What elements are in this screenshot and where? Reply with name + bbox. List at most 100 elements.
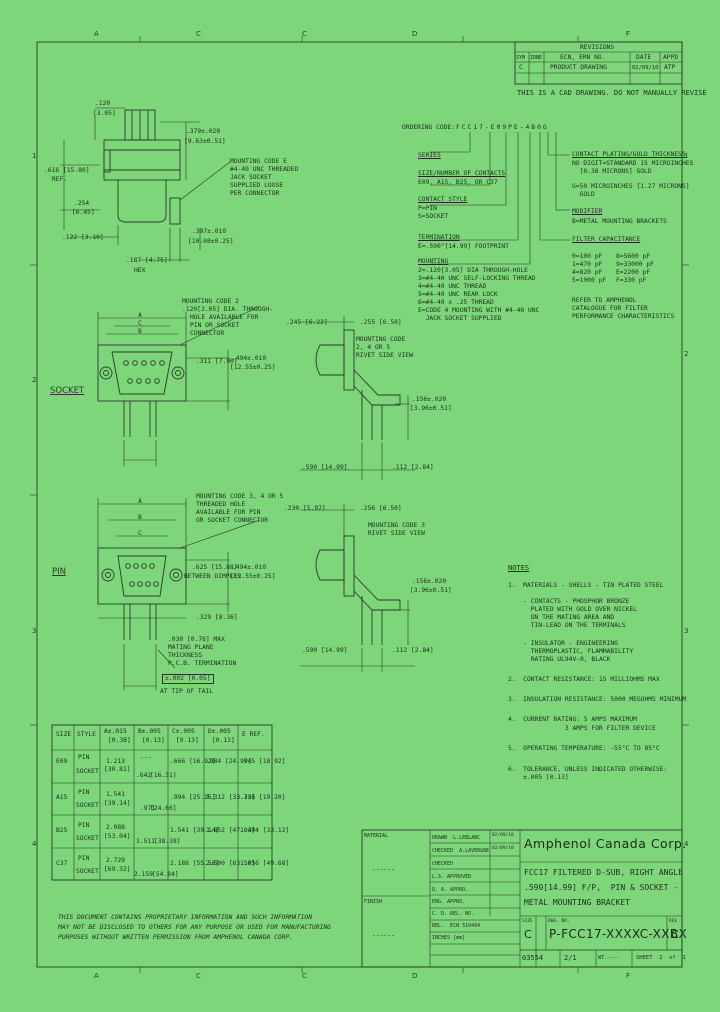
table-header-b-mm: [0.13]: [142, 737, 165, 744]
socket-dim-494: .494±.010: [232, 355, 267, 362]
row-b-mm: [24.66]: [150, 805, 177, 812]
shell-title: SIZE/NUMBER OF CONTACTS: [418, 170, 506, 177]
termination-title: TERMINATION: [418, 234, 460, 241]
contact-style-socket: S=SOCKET: [418, 213, 449, 220]
socket-dim-311: .311 [7.90]: [196, 358, 238, 365]
rev-sym: C: [519, 64, 523, 71]
tb-row: REL. ECN 510494: [432, 923, 481, 929]
row-a-mm: [53.04]: [104, 833, 131, 840]
checked-date: 02/09/10: [492, 846, 514, 851]
note-line: RATING UL94V-0, BLACK: [508, 656, 611, 663]
pin-dim-230: .230 [5.97]: [284, 505, 326, 512]
rev-header-appd: APPD: [663, 54, 679, 61]
pin-note-1: MOUNTING CODE 3, 4 OR 5: [196, 493, 284, 500]
termination-text: E=.590"[14.99] FOOTPRINT: [418, 243, 509, 250]
pin-dim-mating: MATING PLANE: [168, 644, 214, 651]
rev-label: REV: [669, 919, 678, 924]
pin-dim-tip: AT TIP OF TAIL: [160, 688, 214, 695]
filter-note-2: CATALOGUE FOR FILTER: [572, 305, 648, 312]
row-style-pin: PIN: [78, 822, 90, 829]
note-line: 1. MATERIALS - SHELLS - TIN PLATED STEEL: [508, 582, 664, 589]
row-b-socket-mm: [16.31]: [150, 772, 177, 779]
row-style-socket: SOCKET: [76, 868, 99, 875]
pin-dim-1255: [12.55±0.25]: [230, 573, 276, 580]
row-d: 2.500 [63.50]: [206, 860, 256, 867]
series-title: SERIES: [418, 152, 441, 159]
mounting-6: 6=#4-40 x .25 THREAD: [418, 299, 494, 306]
socket-note-2: .120[3.05] DIA. THROUGH-: [182, 306, 273, 313]
top-dim-hex: HEX: [134, 267, 146, 274]
row-size: B25: [56, 827, 68, 834]
proprietary-1: THIS DOCUMENT CONTAINS PROPRIETARY INFOR…: [58, 914, 313, 921]
row-a: 2.729: [106, 857, 125, 864]
note-line: 5. OPERATING TEMPERATURE: -55°C TO 85°C: [508, 745, 660, 752]
row-size: E09: [56, 758, 68, 765]
tb-row: C. D. REL. NO.: [432, 911, 475, 917]
grid-row-4-right: 4: [684, 840, 689, 848]
table-header-style: STYLE: [77, 731, 96, 738]
mounting-2: 2=.120[3.05] DIA THROUGH-HOLE: [418, 267, 528, 274]
socket-note-3: HOLE AVAILABLE FOR: [190, 314, 259, 321]
filter-title: FILTER CAPACITANCE: [572, 236, 641, 243]
pin-dim-396: [3.96±0.51]: [410, 587, 452, 594]
pin-dim-256: .256 [6.50]: [360, 505, 402, 512]
shell-text: E09, A15, B25, OR C37: [418, 179, 498, 186]
grid-col-d-bottom: D: [412, 972, 418, 980]
row-e: .745 [18.92]: [240, 758, 286, 765]
rev-date: 02/09/10: [632, 65, 659, 71]
grid-col-e-bottom: C: [196, 972, 201, 980]
mounting-5: 5=#4-40 UNC REAR LOCK: [418, 291, 498, 298]
grid-col-d: D: [412, 30, 418, 38]
drawing-title-1: FCC17 FILTERED D-SUB, RIGHT ANGLE: [524, 868, 683, 877]
tb-row: ENG. APPRO.: [432, 899, 466, 905]
plating-2: [0.38 MICRONS] GOLD: [572, 168, 652, 175]
socket-dim-112: .112 [2.84]: [392, 464, 434, 471]
socket-side-note-3: RIVET SIDE VIEW: [356, 352, 413, 359]
size-label: SIZE: [522, 919, 533, 924]
row-a: 1.213: [106, 758, 125, 765]
filter-4: 4=820 pF: [572, 269, 603, 276]
pin-dim-625: .625 [15.88]: [192, 564, 238, 571]
mounting-4: 4=#4-40 UNC THREAD: [418, 283, 487, 290]
grid-row-2-right: 2: [684, 350, 689, 358]
rev-desc: PRODUCT DRAWING: [550, 64, 607, 71]
row-a-mm: [30.81]: [104, 766, 131, 773]
socket-dim-245: .245 [6.22]: [286, 319, 328, 326]
row-d: 1.312 [33.32]: [206, 794, 256, 801]
note-line: 3 AMPS FOR FILTER DEVICE: [508, 725, 656, 732]
socket-dim-c: C: [138, 320, 142, 327]
filter-note-3: PERFORMANCE CHARACTERISTICS: [572, 313, 675, 320]
top-dim-120: .120: [95, 100, 111, 107]
contact-style-title: CONTACT STYLE: [418, 196, 468, 203]
filter-9: 9=33000 pF: [616, 261, 654, 268]
row-style-socket: SOCKET: [76, 768, 99, 775]
drawing-title-3: METAL MOUNTING BRACKET: [524, 898, 630, 907]
row-style-pin: PIN: [78, 789, 90, 796]
filter-f: F=330 pF: [616, 277, 647, 284]
pin-side-note-1: MOUNTING CODE 3: [368, 522, 425, 529]
row-d: .984 [24.99]: [206, 758, 252, 765]
top-dim-187: .187 [4.75]: [126, 257, 168, 264]
row-size: A15: [56, 794, 68, 801]
plating-title: CONTACT PLATING/GOLD THICKNESS: [572, 151, 686, 158]
table-header-d-mm: [0.13]: [212, 737, 235, 744]
grid-row-3-right: 3: [684, 627, 689, 635]
row-b: .971: [140, 805, 156, 812]
table-header-b: B±.005: [138, 728, 161, 735]
socket-dim-255: .255 [6.50]: [360, 319, 402, 326]
note-line: 3. INSULATION RESISTANCE: 5000 MEGOHMS M…: [508, 696, 687, 703]
table-header-d: D±.005: [208, 728, 231, 735]
revisions-title: REVISIONS: [580, 44, 615, 51]
pin-dim-329: .329 [8.36]: [196, 614, 238, 621]
pin-dim-thickness: THICKNESS: [168, 652, 203, 659]
top-dim-122: .122 [3.10]: [62, 234, 104, 241]
grid-col-f: F: [626, 30, 631, 38]
pin-label: PIN: [52, 567, 66, 577]
filter-8: 8=5600 pF: [616, 253, 651, 260]
grid-col-f-bottom: F: [626, 972, 631, 980]
drawn-date: 02/09/10: [492, 833, 514, 838]
finish-value: ------: [372, 932, 395, 939]
pin-dim-112: .112 [2.84]: [392, 647, 434, 654]
top-note-2: #4-40 UNC THREADED: [230, 166, 299, 173]
